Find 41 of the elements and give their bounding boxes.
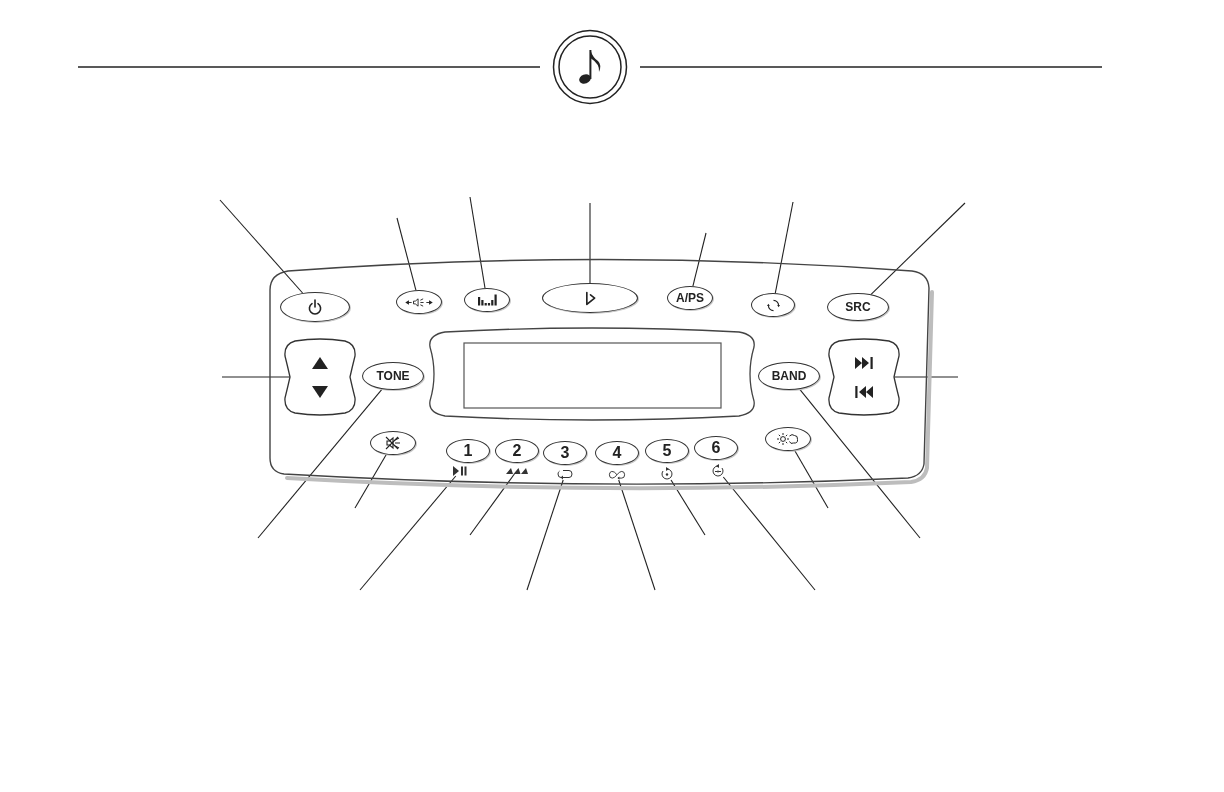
leader-line — [359, 475, 457, 591]
leader-line — [469, 473, 515, 536]
circle-arrow-icon — [660, 467, 674, 480]
rotate-button — [751, 293, 795, 317]
leader-line — [722, 476, 816, 591]
leader-line — [692, 232, 707, 287]
power-button — [280, 292, 350, 322]
loop-arrow-icon — [557, 469, 573, 480]
preset-button: 3 — [543, 441, 587, 465]
tone-button: TONE — [362, 362, 424, 390]
skip-rocker — [825, 338, 903, 416]
band-button: BAND — [758, 362, 820, 390]
leader-line — [257, 388, 383, 539]
leader-line — [774, 201, 794, 294]
preset-button: 1 — [446, 439, 490, 463]
leader-line — [396, 217, 417, 291]
leader-line — [354, 453, 387, 509]
light-button — [765, 427, 811, 451]
leader-line — [526, 479, 564, 591]
src-button: SRC — [827, 293, 889, 321]
leader-line — [870, 202, 966, 295]
mute-button — [370, 431, 416, 455]
preset-button: 5 — [645, 439, 689, 463]
leader-line — [618, 479, 656, 591]
preset-button: 2 — [495, 439, 539, 463]
circle-arrow-icon — [711, 464, 725, 477]
leader-line — [469, 196, 486, 289]
play-pause-icon — [453, 466, 467, 476]
double-loop-icon — [608, 470, 626, 480]
preset-button: 6 — [694, 436, 738, 460]
leader-line — [219, 199, 304, 294]
leader-line — [589, 202, 591, 284]
leader-line — [794, 449, 829, 509]
leader-line — [799, 388, 921, 539]
leader-line — [670, 479, 706, 536]
equalizer-button — [464, 288, 510, 312]
speaker-button — [396, 290, 442, 314]
preset-button: 4 — [595, 441, 639, 465]
up-down-rocker — [281, 338, 359, 416]
triangles-icon — [506, 467, 528, 474]
aps-button: A/PS — [667, 286, 713, 310]
